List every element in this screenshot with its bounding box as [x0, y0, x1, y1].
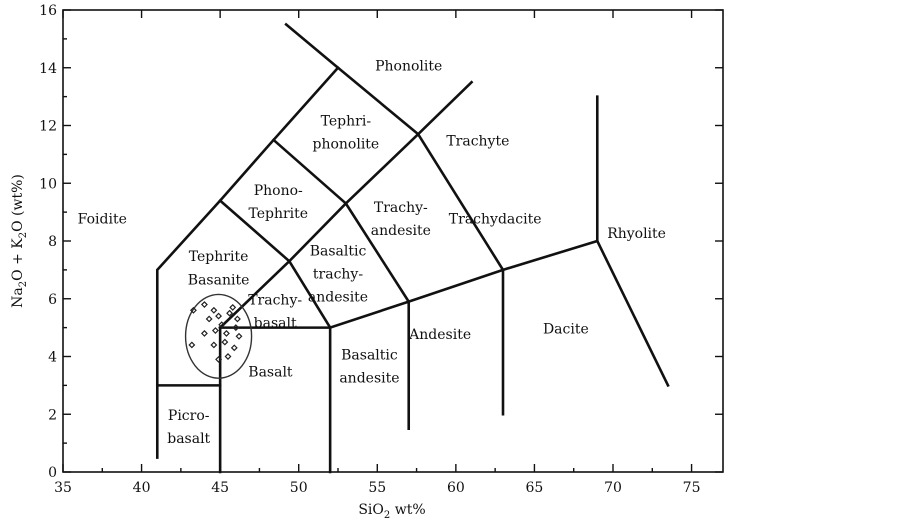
- sample-point: [200, 301, 208, 308]
- sample-point: [205, 315, 213, 323]
- field-label: Tephri-: [321, 114, 372, 130]
- boundary-line-13: [416, 132, 505, 272]
- sample-point: [200, 329, 208, 337]
- field-label: trachy-: [313, 267, 363, 283]
- field-label: Trachy-: [374, 200, 428, 216]
- field-label: Basalt: [248, 365, 293, 381]
- field-label: andesite: [339, 370, 399, 386]
- sample-point: [233, 315, 241, 323]
- boundary-line-0: [155, 22, 340, 459]
- field-label: Phono-: [254, 183, 303, 199]
- x-tick-label: 65: [526, 480, 544, 496]
- sample-point: [189, 306, 197, 314]
- y-tick-label: 8: [48, 234, 57, 250]
- field-label: Tephrite: [189, 249, 249, 265]
- sample-point: [218, 321, 226, 329]
- boundary-line-15: [595, 239, 670, 388]
- y-tick-label: 12: [39, 119, 57, 135]
- sample-point: [215, 355, 223, 363]
- field-label: Basanite: [188, 272, 250, 288]
- sample-point: [222, 329, 230, 337]
- field-label: Trachyte: [446, 134, 509, 150]
- boundary-line-4: [218, 198, 292, 264]
- y-tick-label: 0: [48, 465, 57, 481]
- field-boundaries: [155, 22, 670, 474]
- field-label: basalt: [254, 316, 297, 332]
- y-tick-label: 16: [39, 3, 57, 19]
- sample-point: [215, 312, 223, 320]
- field-label: basalt: [167, 431, 210, 447]
- y-axis: 0 2 4 6 8 10 12 14 16: [39, 3, 723, 481]
- y-tick-label: 14: [39, 61, 57, 77]
- x-tick-label: 40: [133, 480, 151, 496]
- x-tick-label: 50: [290, 480, 308, 496]
- boundary-line-9: [287, 259, 332, 330]
- x-tick-label: 70: [604, 480, 622, 496]
- y-tick-label: 10: [39, 176, 57, 192]
- sample-point: [224, 353, 232, 360]
- sample-point: [210, 341, 218, 349]
- x-tick-label: 60: [447, 480, 465, 496]
- boundary-line-5: [271, 138, 348, 206]
- sample-point: [232, 324, 240, 332]
- field-label: Picro-: [168, 408, 210, 424]
- x-tick-label: 45: [211, 480, 229, 496]
- field-label: Andesite: [408, 327, 471, 343]
- field-label: andesite: [308, 290, 368, 306]
- x-axis: 35 40 45 50 55 60 65 70 75: [54, 10, 700, 496]
- y-axis-title: Na2O + K2O (wt%): [10, 174, 29, 308]
- sample-point: [211, 327, 219, 334]
- sample-point: [230, 344, 238, 352]
- sample-point: [226, 309, 234, 317]
- x-tick-label: 75: [683, 480, 701, 496]
- field-label: Basaltic: [310, 243, 367, 259]
- boundary-line-6: [336, 65, 420, 136]
- sample-point: [229, 303, 237, 311]
- field-label: Dacite: [543, 321, 589, 337]
- y-tick-label: 4: [48, 350, 57, 366]
- field-label: Trachydacite: [449, 212, 542, 228]
- sample-point: [235, 332, 243, 340]
- field-label: phonolite: [312, 137, 379, 153]
- field-label: Phonolite: [375, 59, 442, 75]
- y-tick-label: 2: [48, 407, 57, 423]
- sample-point: [221, 338, 229, 346]
- field-label: Tephrite: [248, 206, 308, 222]
- x-tick-label: 35: [54, 480, 72, 496]
- field-label: andesite: [371, 223, 431, 239]
- y-tick-label: 6: [48, 292, 57, 308]
- field-label: Rhyolite: [607, 226, 666, 242]
- field-label: Trachy-: [248, 293, 302, 309]
- sample-point: [210, 306, 218, 314]
- sample-point: [188, 341, 196, 349]
- x-axis-title: SiO2 wt%: [358, 502, 425, 521]
- sample-points: [184, 293, 253, 379]
- x-tick-label: 55: [368, 480, 386, 496]
- field-label: Foidite: [78, 212, 127, 228]
- sample-region-ellipse: [184, 293, 253, 379]
- field-label: Basaltic: [341, 347, 398, 363]
- boundary-line-11: [344, 201, 411, 304]
